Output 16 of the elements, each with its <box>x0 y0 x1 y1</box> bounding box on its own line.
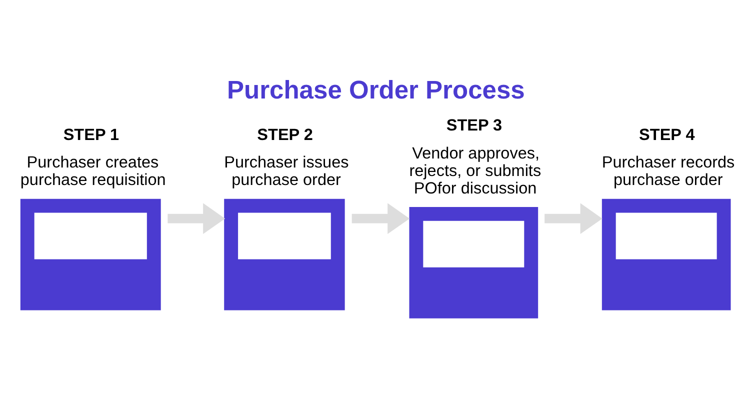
node-label: STEP 4 <box>639 126 695 144</box>
node-label: STEP 3 <box>446 116 502 135</box>
node-box <box>20 198 161 310</box>
diagram-title: Purchase Order Process <box>227 76 525 105</box>
node-label: STEP 1 <box>63 126 120 144</box>
node-label: Purchaser creates purchase requisition <box>20 154 166 190</box>
node-label: Purchaser records purchase order <box>602 154 735 190</box>
node-label: Purchaser issues purchase order <box>224 154 349 190</box>
arrow <box>544 203 602 234</box>
arrow <box>168 203 226 234</box>
arrow <box>352 203 410 234</box>
node-box <box>602 198 731 310</box>
node-label: Vendor approves, rejects, or submits POfor discussion <box>409 144 542 198</box>
node-label: STEP 2 <box>257 126 313 144</box>
node-box <box>224 198 345 310</box>
node-box <box>409 206 538 318</box>
